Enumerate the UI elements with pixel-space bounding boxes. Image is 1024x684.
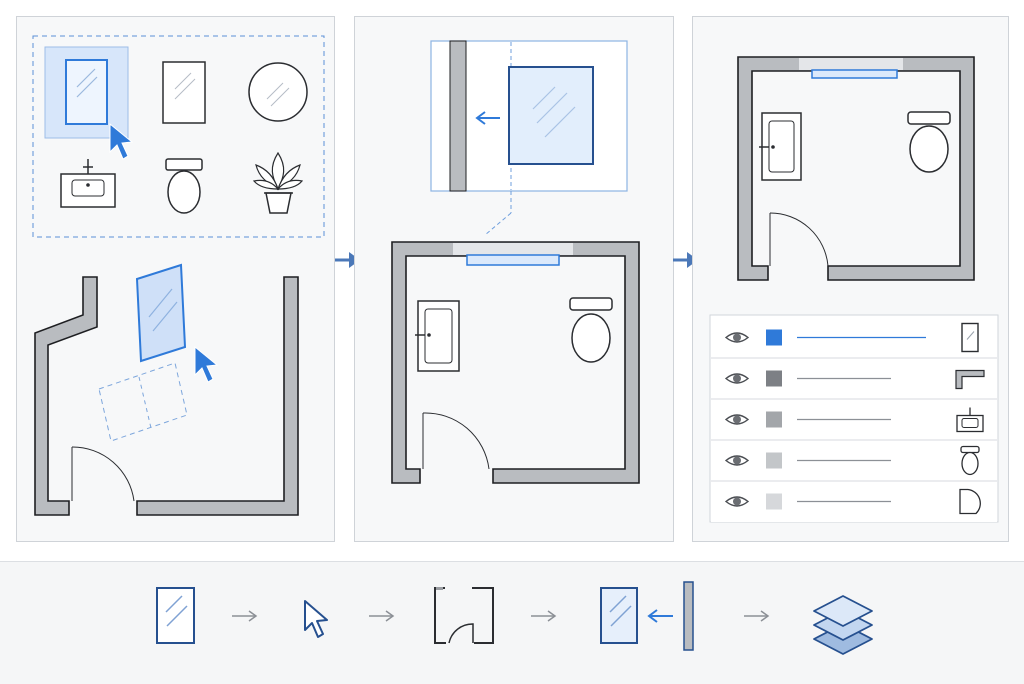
sink — [759, 112, 802, 181]
palette-sink[interactable] — [60, 159, 116, 208]
snap-to-wall-icon — [600, 581, 694, 651]
snap-left-arrow-icon — [475, 111, 500, 125]
mirror-icon — [961, 322, 979, 353]
room-walls — [737, 56, 975, 281]
layer-color-swatch[interactable] — [766, 370, 782, 387]
panel-select-place — [16, 16, 335, 542]
dragged-mirror[interactable] — [135, 263, 187, 363]
mirror-icon — [156, 587, 195, 644]
layer-row[interactable] — [711, 480, 997, 522]
door-icon — [959, 488, 981, 515]
toilet-icon — [960, 445, 980, 476]
flow-arrow-icon — [744, 610, 770, 622]
panel-snap-to-wall — [354, 16, 674, 542]
layer-color-swatch[interactable] — [766, 411, 782, 428]
eye-icon[interactable] — [724, 332, 750, 343]
snapped-mirror[interactable] — [466, 254, 560, 266]
layer-color-swatch[interactable] — [766, 493, 782, 510]
palette-mirror-plain[interactable] — [162, 61, 206, 124]
layer-row[interactable] — [711, 439, 997, 481]
cursor-icon — [109, 122, 134, 160]
layer-color-swatch[interactable] — [766, 452, 782, 469]
layer-color-swatch[interactable] — [766, 329, 782, 346]
palette-toilet[interactable] — [165, 158, 203, 214]
layers-icon — [813, 595, 873, 655]
cursor-icon — [194, 345, 219, 383]
palette-plant[interactable] — [252, 151, 304, 214]
eye-icon[interactable] — [724, 455, 750, 466]
panel-result-layers — [692, 16, 1009, 542]
layer-row[interactable] — [711, 317, 997, 358]
layer-row[interactable] — [711, 357, 997, 399]
sink-icon — [956, 407, 984, 433]
door-swing — [769, 212, 829, 267]
toilet — [569, 297, 613, 363]
eye-icon[interactable] — [724, 373, 750, 384]
cursor-icon — [304, 600, 328, 638]
flow-arrow-icon — [369, 610, 395, 622]
door-swing — [422, 412, 490, 470]
eye-icon[interactable] — [724, 496, 750, 507]
room-walls — [34, 276, 299, 516]
wall-corner-icon — [955, 369, 985, 390]
room-icon — [434, 587, 494, 644]
palette-mirror-selected[interactable] — [44, 46, 129, 139]
workflow-bar — [0, 561, 1024, 684]
layer-row[interactable] — [711, 398, 997, 440]
toilet — [907, 111, 951, 173]
eye-icon[interactable] — [724, 414, 750, 425]
door-swing — [71, 446, 135, 502]
palette-mirror-round[interactable] — [248, 62, 308, 122]
flow-arrow-icon — [531, 610, 557, 622]
object-palette — [32, 35, 325, 238]
snap-detail-callout — [430, 40, 628, 192]
placed-mirror[interactable] — [811, 69, 898, 79]
mirror-placement-ghost — [98, 362, 188, 442]
room-walls — [391, 241, 640, 484]
sink — [415, 300, 460, 372]
flow-arrow-icon — [232, 610, 258, 622]
